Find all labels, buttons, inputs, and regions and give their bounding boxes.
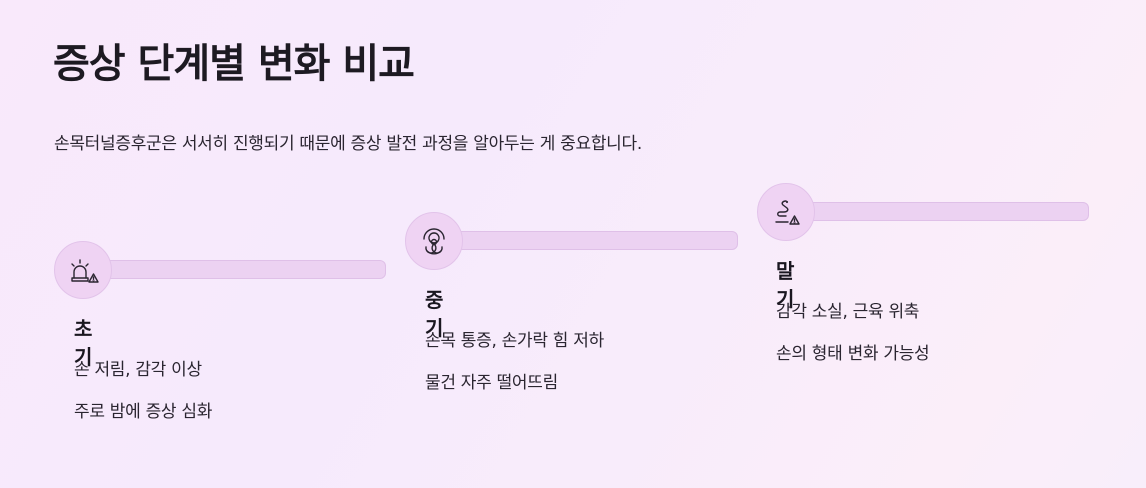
stage-early-bar xyxy=(100,260,386,279)
stage-middle-bar xyxy=(452,231,738,250)
stage-late-item-1: 감각 소실, 근육 위축 xyxy=(776,302,920,322)
stage-middle-item-2: 물건 자주 떨어뜨림 xyxy=(425,373,558,393)
page-title: 증상 단계별 변화 비교 xyxy=(53,41,415,87)
alarm-warning-icon xyxy=(71,259,99,283)
stage-late-heading: 말기 xyxy=(776,259,795,311)
stage-late-bar xyxy=(803,202,1089,221)
stage-middle-heading: 중기 xyxy=(425,288,444,340)
stage-late-item-2: 손의 형태 변화 가능성 xyxy=(776,344,930,364)
page-subtitle: 손목터널증후군은 서서히 진행되기 때문에 증상 발전 과정을 알아두는 게 중… xyxy=(54,134,642,154)
biohazard-icon xyxy=(423,228,445,255)
stage-early-heading: 초기 xyxy=(74,317,93,369)
snake-warning-icon xyxy=(775,200,800,225)
stage-late-icon-circle xyxy=(757,183,815,241)
stage-early-item-2: 주로 밤에 증상 심화 xyxy=(74,402,213,422)
stage-early-item-1: 손 저림, 감각 이상 xyxy=(74,360,202,380)
stage-middle-item-1: 손목 통증, 손가락 힘 저하 xyxy=(425,331,604,351)
stage-early-icon-circle xyxy=(54,241,112,299)
stage-middle-icon-circle xyxy=(405,212,463,270)
